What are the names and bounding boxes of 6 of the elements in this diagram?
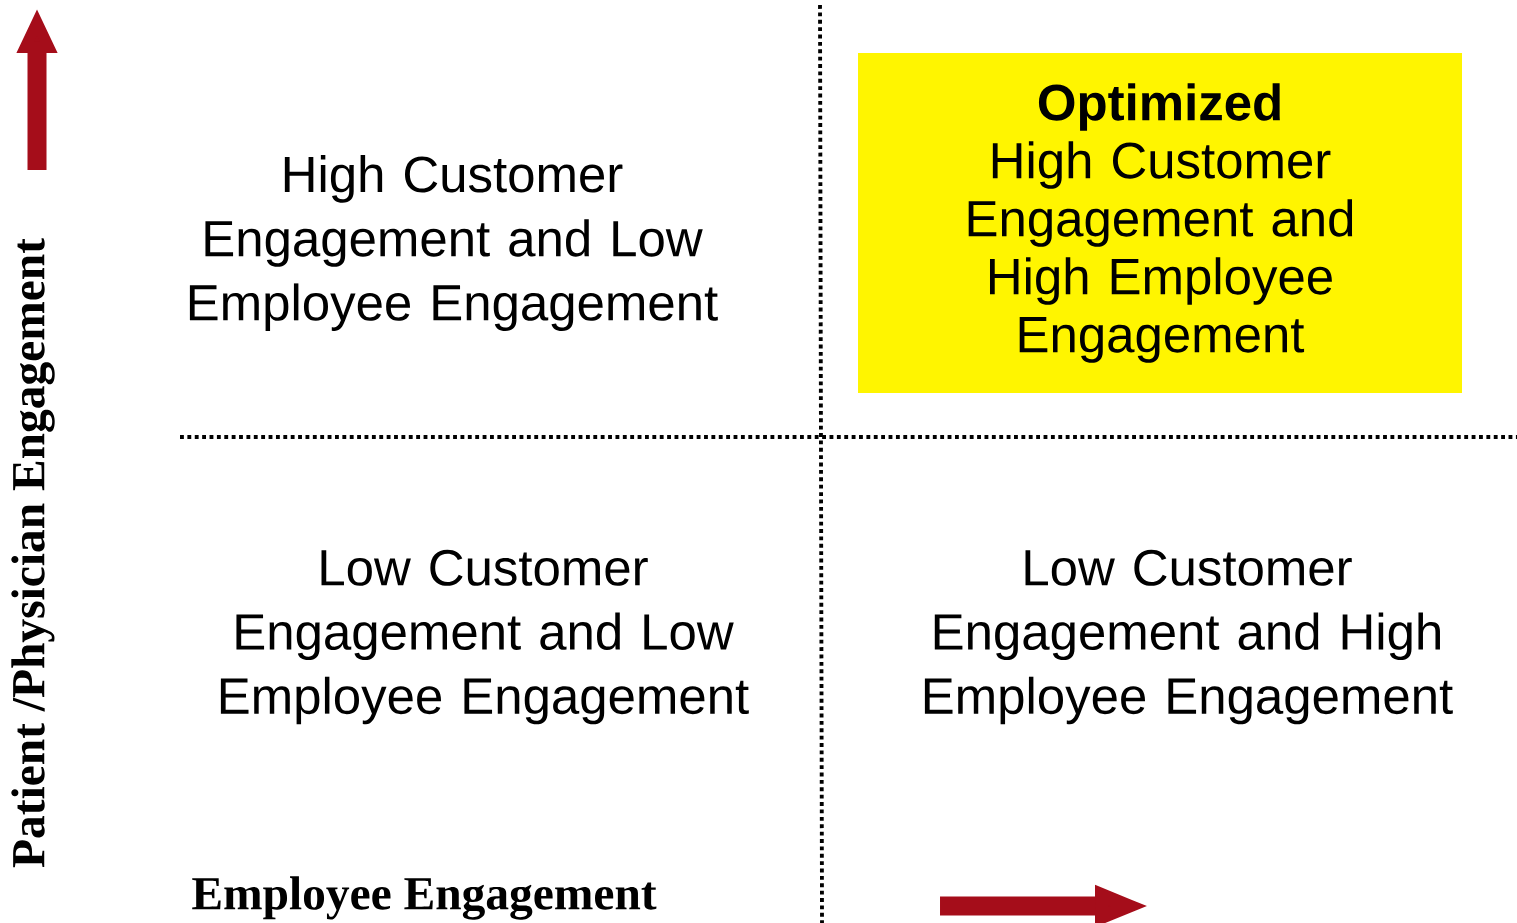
- axis-label: Employee Engagement: [192, 876, 657, 920]
- axis-label: Patient /Physician Engagement: [11, 238, 55, 868]
- quadrant-label: Low Customer Engagement and Low Employee Engagement: [220, 549, 749, 725]
- quadrant-label: High Customer Engagement and Low Employee Engagement: [189, 155, 718, 331]
- quadrant-label: Low Customer Engagement and High Employee Engagement: [924, 549, 1453, 725]
- highlight-box: Optimized High Customer Engagement and High Employee Engagement: [858, 53, 1462, 393]
